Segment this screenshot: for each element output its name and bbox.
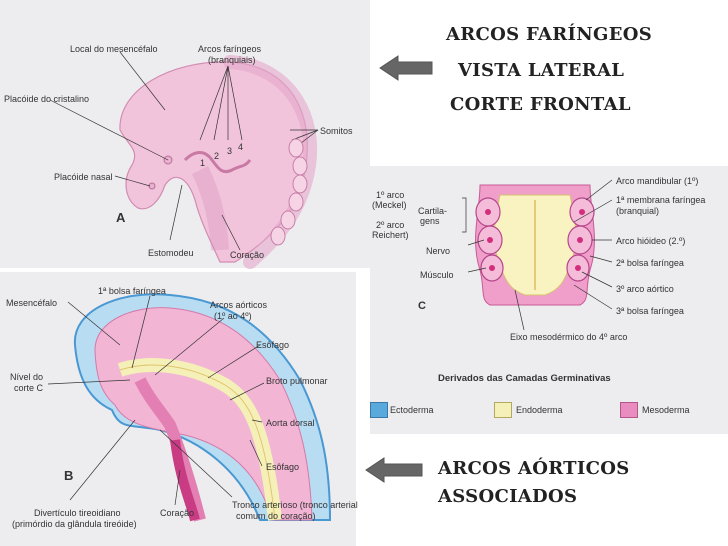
label-stomodeum: Estomodeu [148, 248, 194, 258]
panel-b-letter: B [64, 468, 74, 483]
label-first-membrane: 1ª membrana faríngea [616, 195, 706, 205]
label-third-pouch: 3ª bolsa faríngea [616, 306, 684, 316]
legend-swatch-mesoderm [620, 402, 638, 418]
label-truncus-note: comum do coração) [236, 511, 316, 521]
label-first-arch: 1º arco [376, 190, 405, 200]
arch-number-4: 4 [238, 142, 244, 152]
label-hyoid-arch: Arco hióideo (2.º) [616, 236, 686, 246]
panel-a-embryo [49, 51, 319, 269]
label-cartilages: Cartila- [418, 206, 448, 216]
label-truncus: Tronco arterioso (tronco arterial [232, 500, 358, 510]
label-thyroid-primordium: (primórdio da glândula tireóide) [12, 519, 137, 529]
legend-label-ectoderm: Ectoderma [390, 405, 434, 415]
label-reichert: Reichert) [372, 230, 409, 240]
label-mesencephalon: Mesencéfalo [6, 298, 58, 308]
label-mesencefalo-site: Local do mesencéfalo [70, 44, 158, 54]
title-aortic-arches: ARCOS AÓRTICOS [438, 458, 630, 479]
panel-c-section [462, 179, 613, 331]
label-branchial: (branquiais) [208, 55, 256, 65]
label-first-pouch: 1ª bolsa faríngea [98, 286, 166, 296]
label-pharyngeal-arches: Arcos faríngeos [198, 44, 262, 54]
title-frontal-section: CORTE FRONTAL [450, 94, 631, 115]
label-nerve: Nervo [426, 246, 451, 256]
legend-label-mesoderm: Mesoderma [642, 405, 690, 415]
label-lung-bud: Broto pulmonar [266, 376, 328, 386]
label-heart-b: Coração [160, 508, 195, 518]
label-esophagus-top: Esôfago [256, 340, 290, 350]
label-mandibular-arch: Arco mandibular (1º) [616, 176, 699, 186]
label-aortic-arches-range: (1º ao 4º) [214, 311, 252, 321]
label-branchial-membrane: (branquial) [616, 206, 660, 216]
legend-label-endoderm: Endoderma [516, 405, 563, 415]
title-associated: ASSOCIADOS [438, 486, 578, 507]
title-lateral-view: VISTA LATERAL [458, 60, 625, 81]
legend-title: Derivados das Camadas Germinativas [438, 373, 611, 384]
label-aortic-arches: Arcos aórticos [210, 300, 268, 310]
label-nasal-placode: Placóide nasal [54, 172, 113, 182]
label-lens-placode: Placóide do cristalino [4, 94, 90, 104]
arch-number-2: 2 [214, 151, 220, 161]
label-heart-a: Coração [230, 250, 265, 260]
arch-number-3: 3 [227, 146, 233, 156]
arch-number-1: 1 [200, 158, 206, 168]
label-section-c: corte C [14, 383, 44, 393]
panel-a-letter: A [116, 210, 126, 225]
label-second-arch: 2º arco [376, 220, 405, 230]
label-section-level: Nível do [10, 372, 44, 382]
label-esophagus-bottom: Esôfago [266, 462, 300, 472]
arrow-shapes [365, 55, 433, 483]
label-fourth-arch-axis: Eixo mesodérmico do 4º arco [510, 332, 628, 342]
label-somites: Somitos [320, 126, 353, 136]
title-pharyngeal-arches: ARCOS FARÍNGEOS [446, 24, 652, 45]
label-third-aortic-arch: 3º arco aórtico [616, 284, 674, 294]
label-meckel: (Meckel) [372, 200, 407, 210]
panel-b-embryo [47, 293, 332, 522]
label-dorsal-aorta: Aorta dorsal [266, 418, 315, 428]
label-cartilages-2: gens [420, 216, 440, 226]
label-muscle: Músculo [420, 270, 454, 280]
label-second-pouch: 2ª bolsa faríngea [616, 258, 684, 268]
legend-swatch-endoderm [494, 402, 512, 418]
legend-swatch-ectoderm [370, 402, 388, 418]
label-thyroid-diverticulum: Divertículo tireoidiano [34, 508, 121, 518]
panel-c-letter: C [418, 300, 426, 312]
